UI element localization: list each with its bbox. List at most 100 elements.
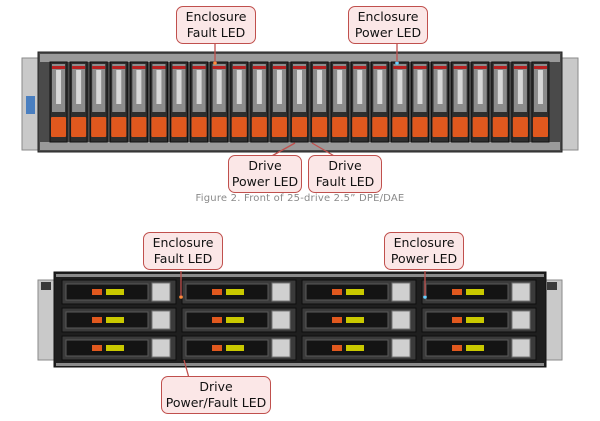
bottom-drive-carrier [61, 279, 177, 305]
top-drive-tag [252, 66, 266, 69]
top-drive-label [537, 70, 543, 104]
top-drive-tag [172, 66, 186, 69]
top-drive-tag [92, 66, 106, 69]
top-drive-carrier [190, 61, 209, 143]
bottom-drive-tag [271, 310, 291, 330]
bottom-drive-carrier [421, 335, 537, 361]
top-drive-tag [72, 66, 86, 69]
top-drive-label [56, 70, 62, 104]
bottom-drive-carrier [181, 335, 297, 361]
bottom-enclosure [37, 271, 563, 368]
top-drive-label [317, 70, 323, 104]
top-drive-carrier [109, 61, 128, 143]
bottom-drive-carrier [181, 307, 297, 333]
bottom-drive-carrier [61, 307, 177, 333]
bottom-drive-indicator [92, 317, 102, 323]
top-drive-label [417, 70, 423, 104]
bottom-drive-carrier [301, 307, 417, 333]
top-drive-carrier [230, 61, 249, 143]
top-drive-carrier [390, 61, 409, 143]
bottom-left-ear-hole [41, 282, 51, 290]
bottom-drive-carrier [61, 335, 177, 361]
bottom-drive-label [106, 289, 124, 295]
callout-line-2: Power LED [231, 174, 299, 189]
bottom-drive-label [226, 345, 244, 351]
top-drive-latch [251, 117, 267, 137]
bottom-chassis-rail-top [56, 274, 544, 277]
top-drive-carrier [290, 61, 309, 143]
bottom-drive-carrier [301, 279, 417, 305]
top-drive-tag [533, 66, 547, 69]
bottom-enclosure-fault-led [179, 295, 183, 299]
top-drive-label [116, 70, 122, 104]
pointer-top-drive-fault [311, 142, 337, 158]
top-drive-label [256, 70, 262, 104]
bottom-drive-label [226, 317, 244, 323]
top-drive-carrier [451, 61, 470, 143]
bottom-drive-bay [61, 279, 537, 361]
top-drive-latch [51, 117, 67, 137]
top-drive-label [196, 70, 202, 104]
callout-line-1: Enclosure [152, 235, 214, 250]
bottom-drive-tag [511, 282, 531, 302]
callout-line-2: Fault LED [186, 25, 246, 40]
top-drive-carrier [69, 61, 88, 143]
top-drive-latch [472, 117, 488, 137]
bottom-drive-carrier [421, 279, 537, 305]
bottom-drive-tag [511, 310, 531, 330]
top-drive-carrier [310, 61, 329, 143]
top-drive-latch [131, 117, 147, 137]
bottom-drive-indicator [212, 289, 222, 295]
top-drive-label [477, 70, 483, 104]
top-drive-tag [353, 66, 367, 69]
top-drive-label [96, 70, 102, 104]
top-left-ear-tab [26, 96, 35, 114]
top-drive-tag [493, 66, 507, 69]
top-drive-carrier [270, 61, 289, 143]
top-drive-carrier [250, 61, 269, 143]
top-drive-latch [231, 117, 247, 137]
bottom-drive-label [106, 317, 124, 323]
bottom-right-ear-hole [547, 282, 557, 290]
top-drive-label [216, 70, 222, 104]
bottom-drive-tag [391, 338, 411, 358]
bottom-chassis-rail-bottom [56, 363, 544, 366]
top-drive-label [76, 70, 82, 104]
top-drive-carrier [89, 61, 108, 143]
callout-line-1: Enclosure [185, 9, 247, 24]
bottom-drive-label [466, 289, 484, 295]
callout-line-1: Drive [248, 158, 282, 173]
top-drive-tag [232, 66, 246, 69]
top-drive-tag [393, 66, 407, 69]
bottom-drive-label [346, 345, 364, 351]
top-drive-label [437, 70, 443, 104]
top-drive-label [236, 70, 242, 104]
callout-line-1: Drive [328, 158, 362, 173]
top-drive-latch [352, 117, 368, 137]
bottom-drive-carrier [181, 279, 297, 305]
top-drive-carrier [531, 61, 550, 143]
top-drive-latch [291, 117, 308, 137]
callout-top-drive-power: Drive Power LED [228, 155, 302, 193]
top-drive-carrier [330, 61, 349, 143]
bottom-drive-indicator [452, 345, 462, 351]
top-drive-carrier [169, 61, 189, 143]
bottom-drive-indicator [92, 345, 102, 351]
top-drive-carrier [149, 61, 168, 143]
top-drive-tag [513, 66, 527, 69]
bottom-drive-indicator [332, 289, 342, 295]
top-drive-carrier [491, 61, 510, 143]
top-drive-label [276, 70, 282, 104]
top-drive-tag [433, 66, 447, 69]
callout-top-drive-fault: Drive Fault LED [308, 155, 382, 193]
bottom-drive-tag [271, 338, 291, 358]
callout-top-enclosure-power: Enclosure Power LED [348, 6, 428, 44]
top-drive-tag [132, 66, 146, 69]
top-drive-carrier [410, 61, 430, 143]
top-drive-latch [171, 117, 187, 137]
callout-line-2: Power/Fault LED [165, 395, 267, 410]
top-drive-label [357, 70, 363, 104]
callout-line-1: Enclosure [393, 235, 455, 250]
top-drive-tag [292, 66, 307, 69]
top-drive-carrier [431, 61, 450, 143]
